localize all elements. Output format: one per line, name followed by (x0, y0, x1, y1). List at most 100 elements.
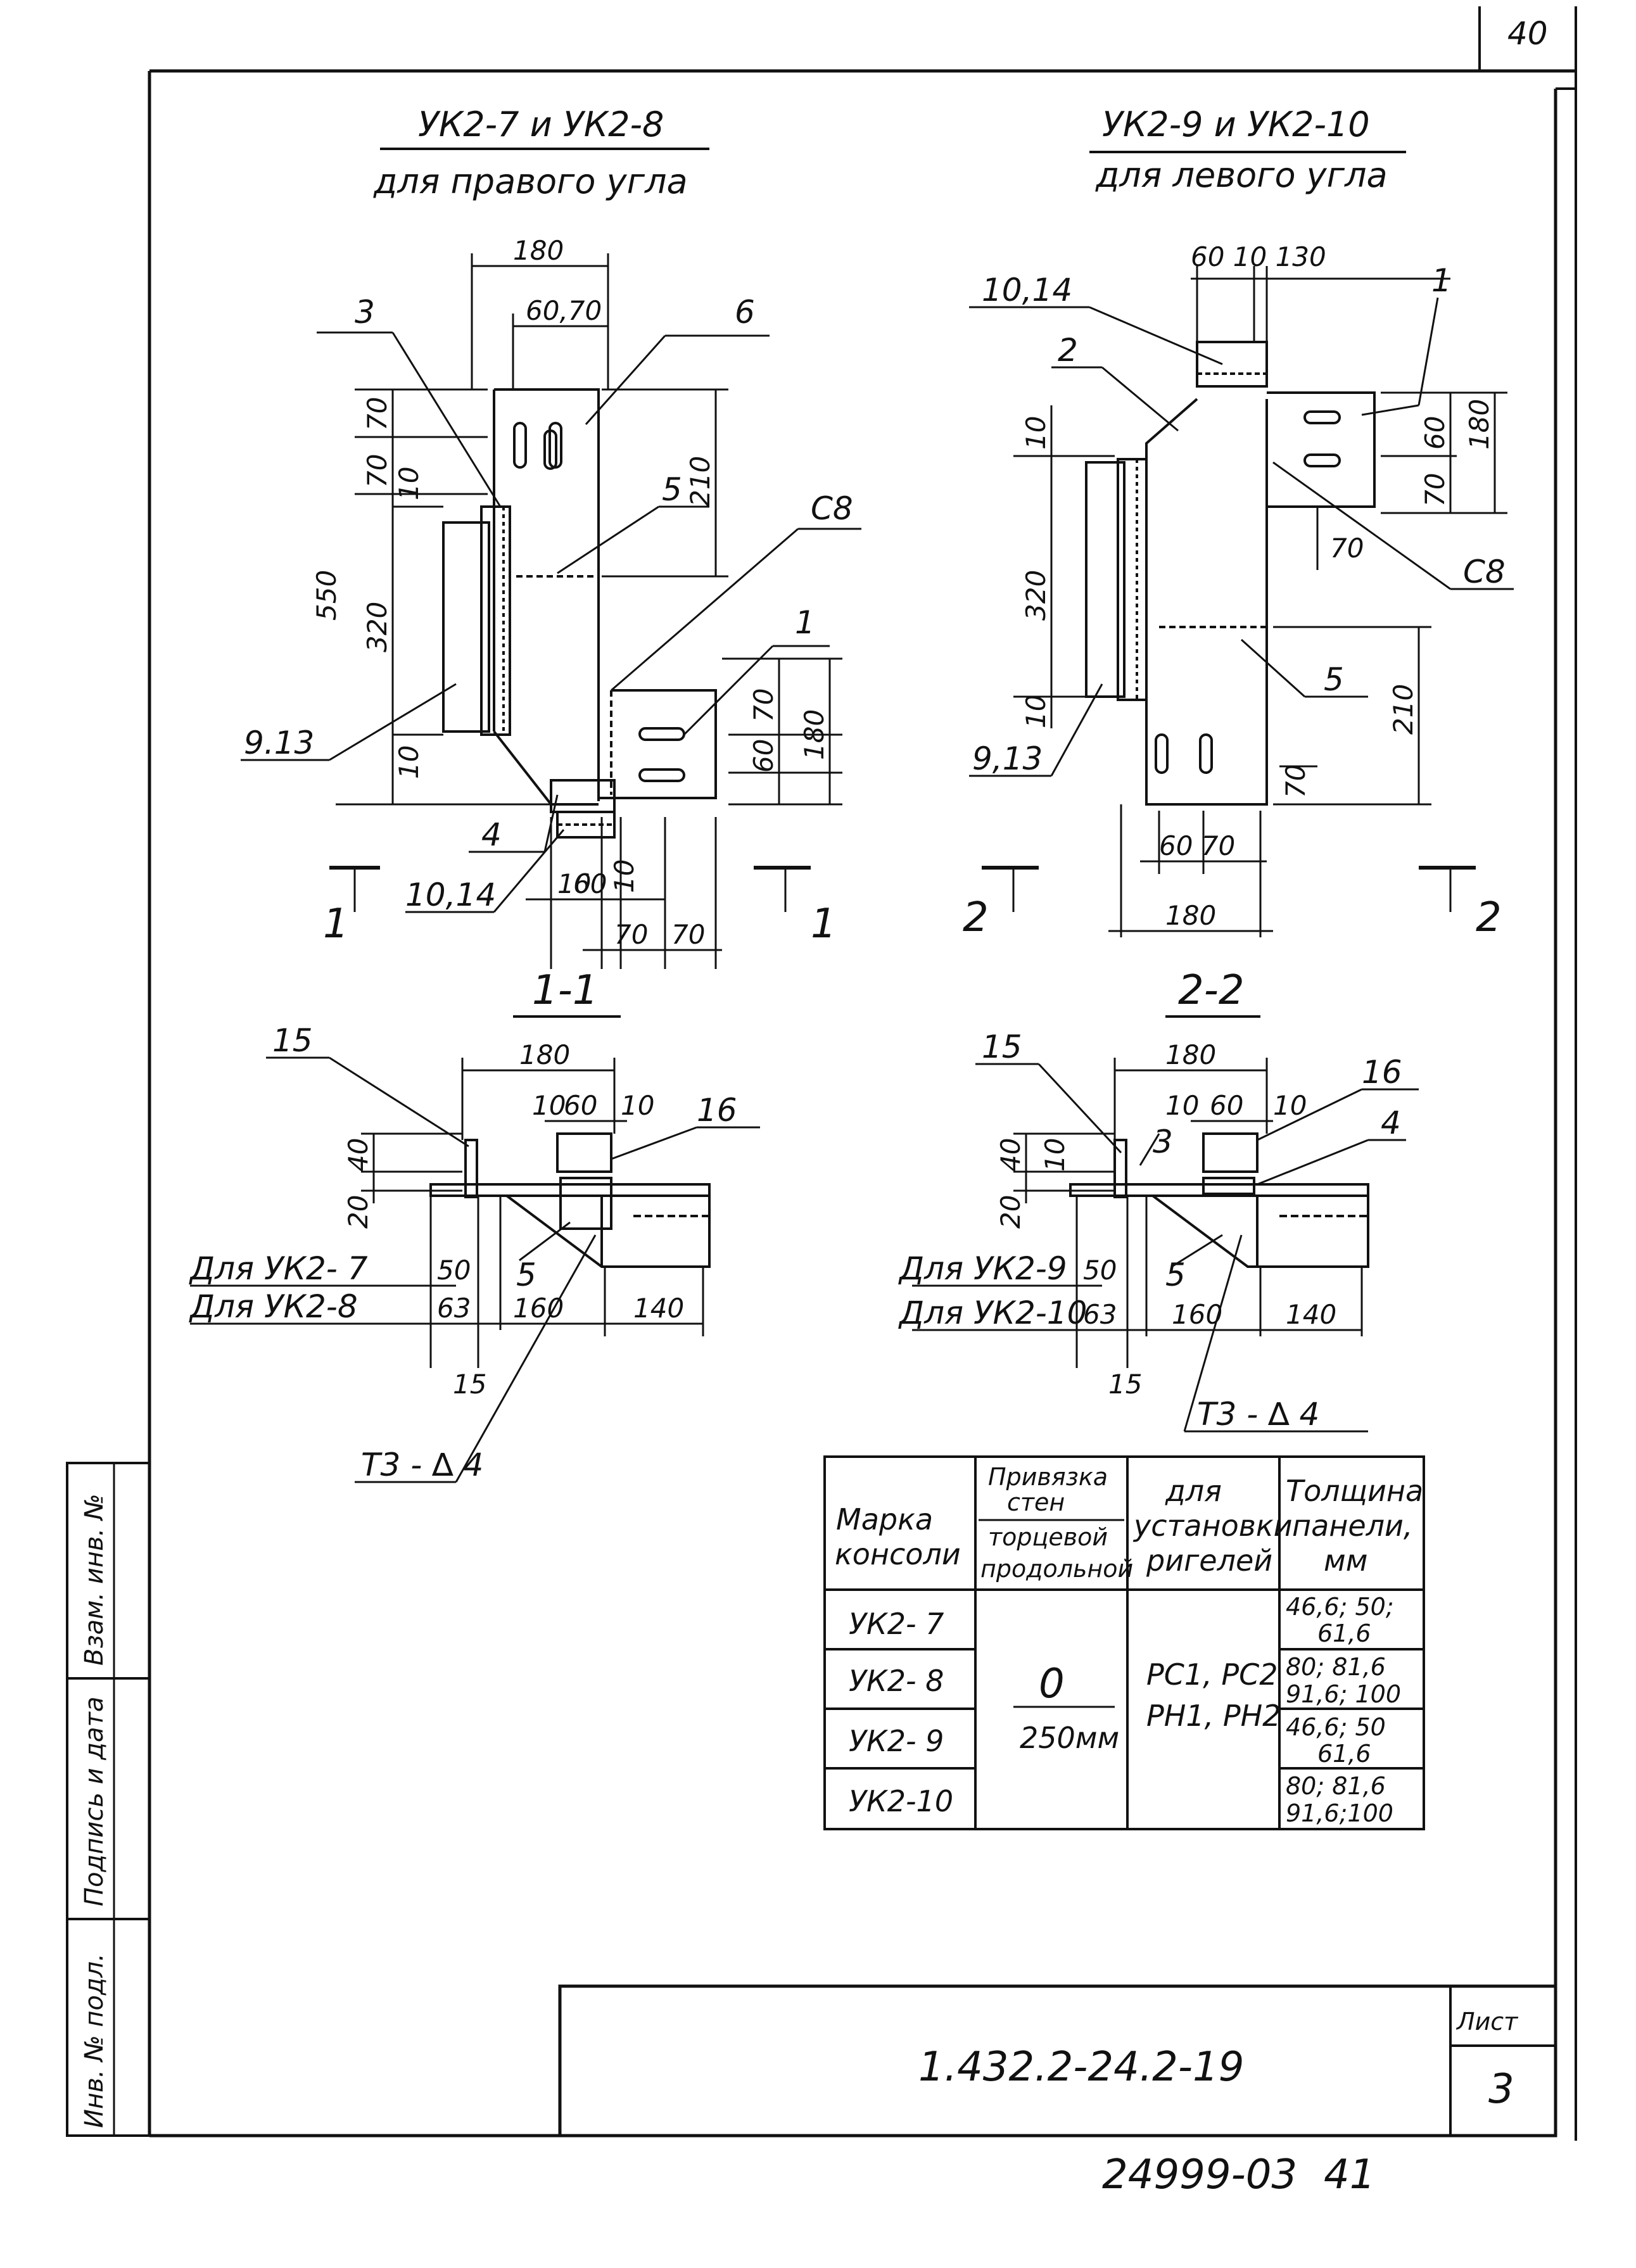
bracket-body-right (1085, 341, 1376, 806)
s2-label-4: 4 (1381, 1105, 1401, 1141)
label-right-part-10-14: 10,14 (982, 272, 1072, 308)
section-2-leaders (975, 1063, 1419, 1433)
th-mark-2: консоли (835, 1537, 961, 1571)
s2-dim-40: 40 (995, 1138, 1026, 1172)
row-4-thick-1: 80; 81,6 (1286, 1772, 1386, 1800)
leaders-right (969, 297, 1514, 777)
dim-left-70b: 70 (362, 454, 393, 488)
s1-dim-140: 140 (633, 1293, 684, 1324)
th-bind-3: торцевой (988, 1523, 1108, 1551)
dim-left-10a: 10 (393, 467, 424, 500)
label-right-part-2: 2 (1058, 332, 1078, 369)
s1-label-for-uk27: Для УК2- 7 (189, 1250, 368, 1287)
dim-left-70a: 70 (362, 397, 393, 431)
section-2-title: 2-2 (1178, 967, 1245, 1014)
section-1-1: 1-1 (189, 967, 760, 1483)
s1-label-5: 5 (516, 1257, 536, 1293)
section-mark-1a: 1 (323, 901, 349, 947)
leaders-left (241, 331, 861, 913)
view-right-title: УК2-9 и УК2-10 (1102, 105, 1370, 144)
s1-label-15: 15 (272, 1022, 313, 1059)
label-left-part-5: 5 (662, 471, 682, 508)
s1-dim-50: 50 (437, 1255, 471, 1286)
row-2-thick-2: 91,6; 100 (1286, 1680, 1401, 1708)
s2-dim-50: 50 (1083, 1255, 1117, 1286)
s2-dim-180: 180 (1165, 1039, 1216, 1070)
th-bind-4: продольной (980, 1555, 1133, 1583)
label-left-part-3: 3 (355, 294, 375, 331)
label-right-part-5: 5 (1324, 661, 1344, 698)
dim-left-60c: 60 (573, 868, 607, 899)
label-left-c8: С8 (811, 490, 853, 527)
view-left-title: УК2-7 и УК2-8 (418, 105, 664, 144)
th-for-1: для (1165, 1474, 1222, 1508)
s2-dim-63: 63 (1083, 1299, 1117, 1330)
section-2-body (1069, 1132, 1369, 1268)
s2-dim-140: 140 (1286, 1299, 1336, 1330)
s1-label-weld: Т3 - ∆ 4 (361, 1447, 483, 1483)
row-2-thick-1: 80; 81,6 (1286, 1653, 1386, 1681)
th-for-3: ригелей (1146, 1543, 1272, 1578)
specification-table: Марка консоли Привязка стен торцевой про… (823, 1455, 1425, 1830)
th-thick-2: панели, (1292, 1509, 1413, 1543)
label-right-part-9-13: 9,13 (972, 740, 1043, 777)
bind-top: 0 (1039, 1661, 1065, 1707)
s2-dim-20: 20 (995, 1195, 1026, 1229)
view-left-subtitle: для правого угла (373, 162, 688, 201)
s1-dim-10a: 10 (532, 1090, 566, 1121)
side-stamp-field2: Подпись и дата (80, 1697, 109, 1906)
dim-right-60-70: 60 70 (1159, 830, 1235, 861)
section-1-body (429, 1132, 711, 1268)
bind-bottom: 250мм (1020, 1721, 1119, 1755)
dim-right-70c: 70 (1280, 764, 1311, 798)
row-4-thick-2: 91,6;100 (1286, 1799, 1393, 1827)
s1-dim-60: 60 (564, 1090, 597, 1121)
dim-right-top: 60 10 130 (1191, 241, 1326, 272)
bracket-body-left (442, 388, 717, 839)
row-4-mark: УК2-10 (849, 1784, 953, 1818)
dim-right-180a: 180 (1464, 399, 1495, 450)
section-2-2: 2-2 (898, 967, 1419, 1433)
dim-left-70d: 70 (614, 919, 648, 950)
dim-right-210: 210 (1388, 684, 1419, 735)
dim-left-550: 550 (311, 570, 342, 621)
dim-right-60: 60 (1419, 416, 1450, 450)
s2-dim-10c: 10 (1039, 1138, 1070, 1172)
dim-left-180b: 180 (799, 709, 830, 760)
section-2-dimlines (912, 1058, 1363, 1368)
dim-left-60-70: 60,70 (526, 295, 602, 326)
label-left-part-10-14: 10,14 (405, 877, 496, 913)
stamp-doc-number: 24999-03 (1102, 2151, 1297, 2198)
dim-right-10a: 10 (1020, 416, 1051, 450)
s2-label-16: 16 (1362, 1054, 1402, 1091)
s1-dim-15: 15 (453, 1369, 486, 1400)
row-3-thick-1: 46,6; 50 (1286, 1713, 1386, 1741)
s1-dim-40: 40 (343, 1138, 374, 1172)
dim-left-60b: 60 (748, 739, 779, 773)
label-left-part-6: 6 (735, 294, 755, 331)
label-left-part-4: 4 (481, 816, 502, 853)
s1-dim-20: 20 (343, 1195, 374, 1229)
plan-view-left: УК2-7 и УК2-8 для правого угла (241, 105, 861, 969)
s2-dim-160: 160 (1172, 1299, 1222, 1330)
dim-right-320: 320 (1020, 570, 1051, 621)
s2-label-for-uk210: Для УК2-10 (898, 1295, 1087, 1331)
s2-dim-10b: 10 (1273, 1090, 1307, 1121)
s1-label-for-uk28: Для УК2-8 (189, 1288, 358, 1325)
th-bind-2: стен (1007, 1488, 1065, 1516)
dim-right-70a: 70 (1419, 473, 1450, 507)
row-3-mark: УК2- 9 (849, 1724, 944, 1758)
dim-left-10b: 10 (393, 745, 424, 779)
s2-dim-15: 15 (1108, 1369, 1142, 1400)
section-1-dimlines (190, 1058, 704, 1368)
label-left-part-9-13: 9.13 (244, 725, 314, 761)
side-stamp: Взам. инв. № Подпись и дата Инв. № подл. (66, 1462, 151, 2137)
corner-page-number: 40 (1507, 15, 1548, 52)
dim-left-320: 320 (362, 602, 393, 652)
th-bind-1: Привязка (988, 1463, 1108, 1491)
section-mark-1b: 1 (811, 901, 837, 947)
side-stamp-field3: Инв. № подл. (80, 1953, 109, 2128)
side-stamp-field1: Взам. инв. № (80, 1493, 109, 1666)
th-thick-1: Толщина (1286, 1474, 1423, 1508)
